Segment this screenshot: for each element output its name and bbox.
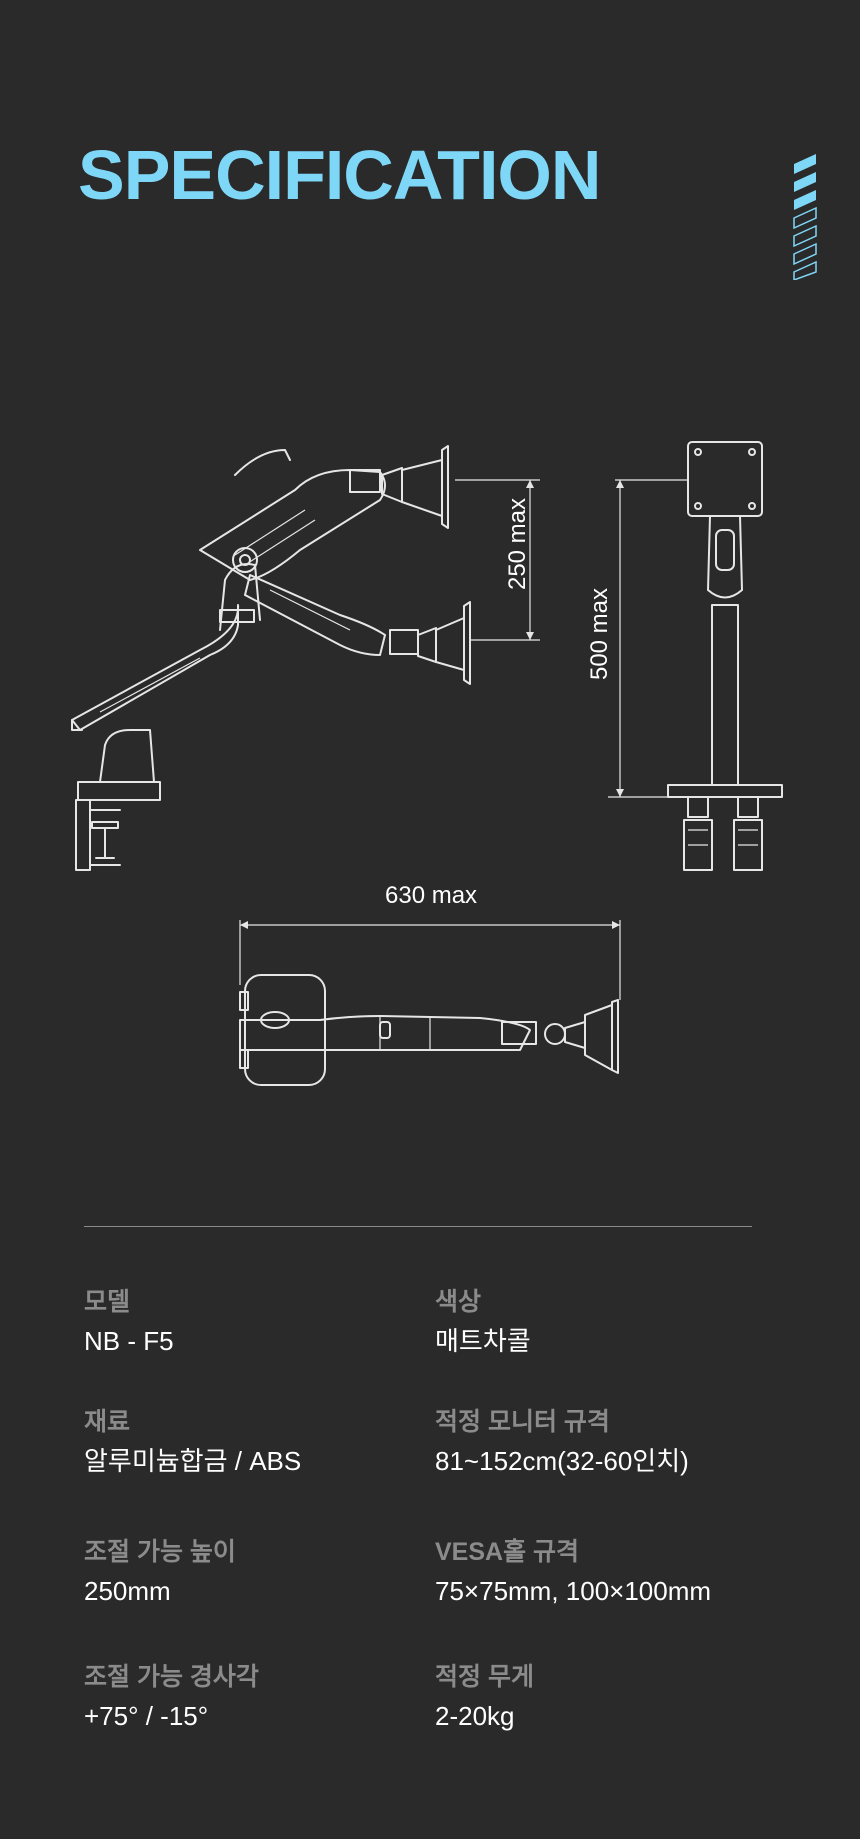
- total-height-dimension: 500 max: [586, 587, 613, 681]
- spec-tilt: 조절 가능 경사각 +75° / -15°: [84, 1660, 414, 1734]
- spec-monitor-size-label: 적정 모니터 규격: [435, 1408, 610, 1436]
- spec-material-value: 알루미늄합금 / ABS: [84, 1446, 302, 1476]
- spec-tilt-value: +75° / -15°: [84, 1701, 209, 1731]
- side-view-diagram: [71, 445, 540, 871]
- top-view-diagram: [239, 920, 621, 1086]
- page-title: SPECIFICATION: [78, 136, 601, 214]
- spec-material-label: 재료: [84, 1408, 131, 1436]
- spec-color: 색상 매트차콜: [435, 1285, 765, 1359]
- spec-adjust-height: 조절 가능 높이 250mm: [84, 1535, 414, 1609]
- spec-color-value: 매트차콜: [435, 1326, 531, 1356]
- spec-vesa: VESA홀 규격 75×75mm, 100×100mm: [435, 1535, 765, 1609]
- front-view-diagram: [608, 441, 783, 871]
- arm-height-dimension: 250 max: [504, 497, 531, 591]
- spec-vesa-label: VESA홀 규격: [435, 1538, 580, 1566]
- spec-color-label: 색상: [435, 1288, 482, 1316]
- reach-dimension: 630 max: [385, 882, 478, 909]
- spec-adjust-height-value: 250mm: [84, 1576, 171, 1606]
- section-divider: [84, 1226, 752, 1227]
- stripe-pattern-icon: [793, 154, 817, 280]
- spec-vesa-value: 75×75mm, 100×100mm: [435, 1576, 712, 1606]
- spec-tilt-label: 조절 가능 경사각: [84, 1663, 259, 1691]
- spec-monitor-size-value: 81~152cm(32-60인치): [435, 1446, 689, 1476]
- spec-model-label: 모델: [84, 1288, 131, 1316]
- spec-weight: 적정 무게 2-20kg: [435, 1660, 765, 1734]
- spec-monitor-size: 적정 모니터 규격 81~152cm(32-60인치): [435, 1405, 765, 1479]
- spec-adjust-height-label: 조절 가능 높이: [84, 1538, 236, 1566]
- spec-model: 모델 NB - F5: [84, 1285, 414, 1359]
- spec-material: 재료 알루미늄합금 / ABS: [84, 1405, 414, 1479]
- spec-weight-value: 2-20kg: [435, 1701, 515, 1731]
- spec-model-value: NB - F5: [84, 1326, 174, 1356]
- spec-weight-label: 적정 무게: [435, 1663, 534, 1691]
